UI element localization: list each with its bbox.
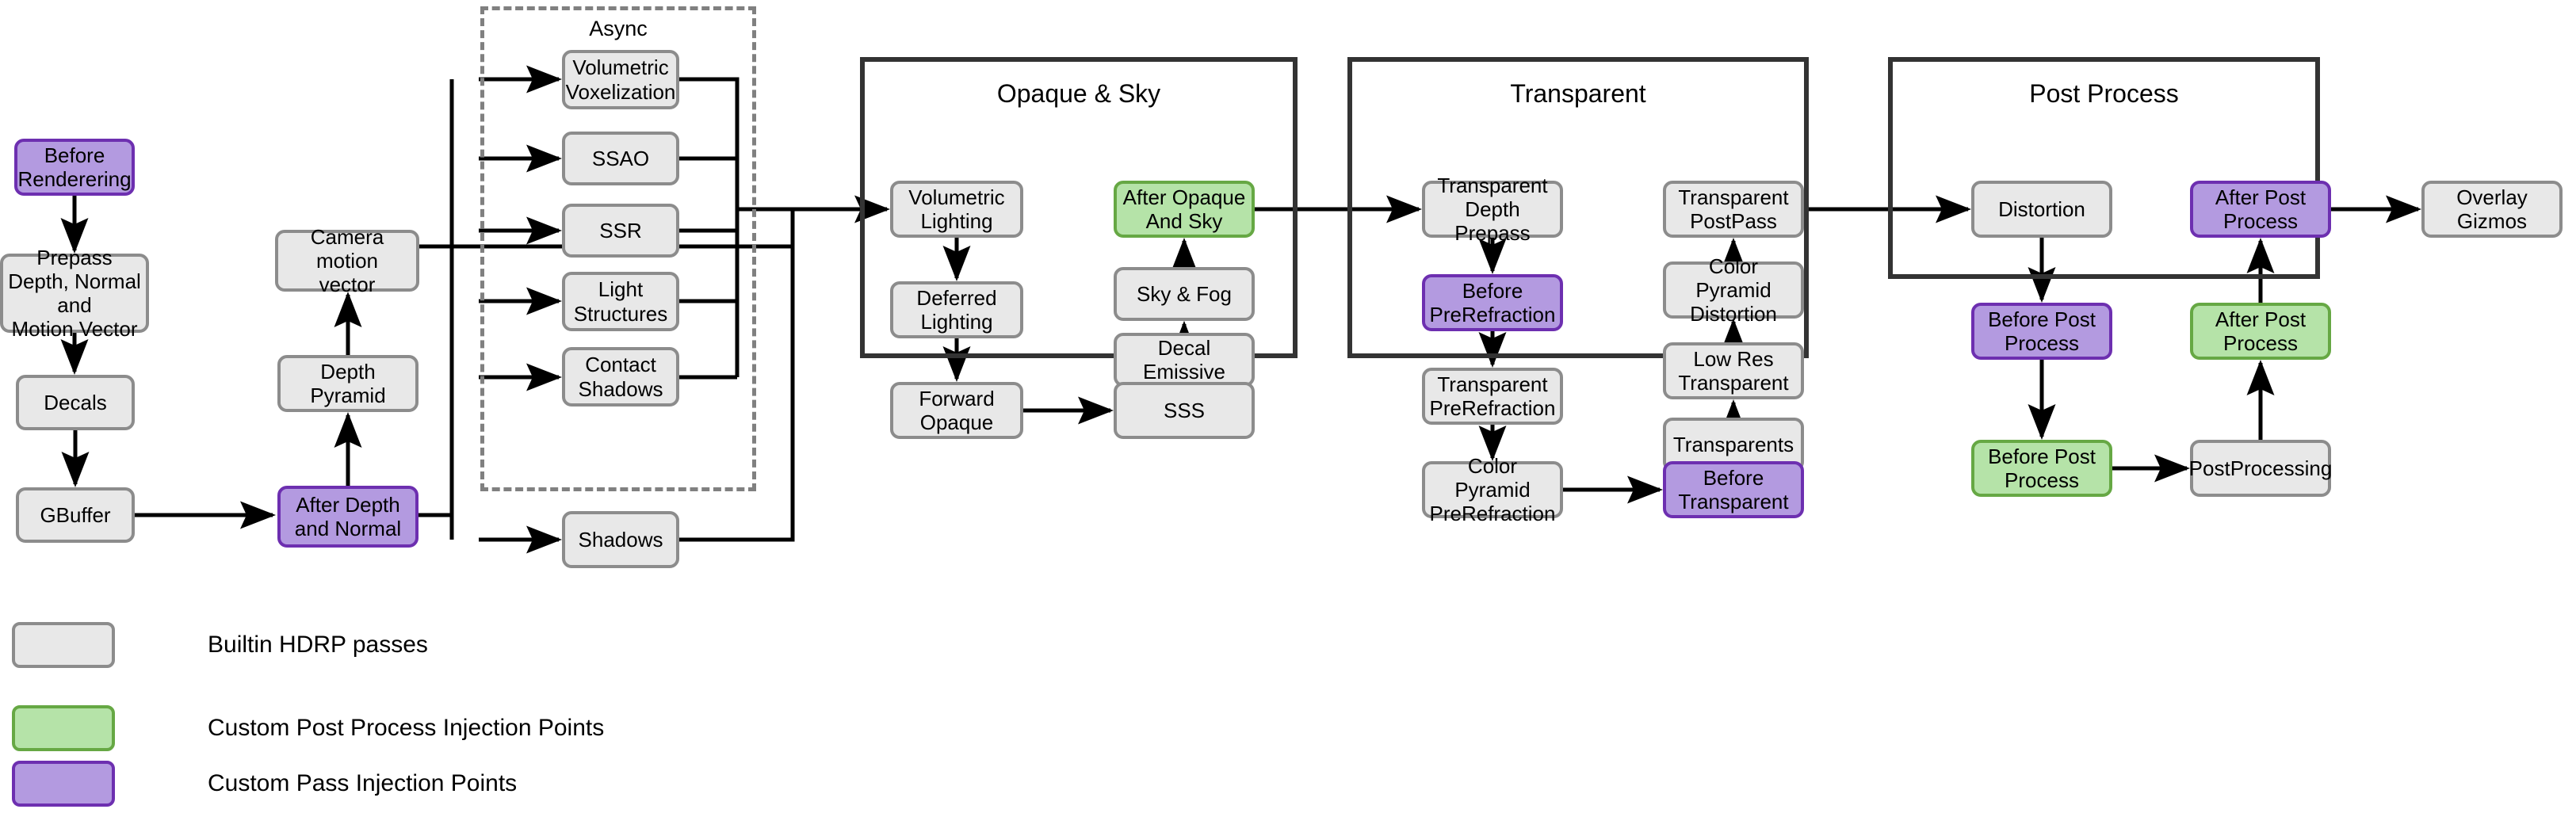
node-before_rendering[interactable]: Before Renderering: [14, 139, 135, 196]
node-forward_opaque[interactable]: Forward Opaque: [890, 382, 1023, 439]
node-after_opaque_and_sky[interactable]: After Opaque And Sky: [1114, 181, 1255, 238]
node-after_post_process_purple[interactable]: After Post Process: [2190, 181, 2331, 238]
node-before_transparent[interactable]: Before Transparent: [1663, 461, 1804, 518]
node-volumetric_voxelization[interactable]: Volumetric Voxelization: [562, 50, 679, 109]
group-transparent: Transparent: [1347, 57, 1809, 358]
node-gbuffer[interactable]: GBuffer: [16, 487, 135, 543]
node-color_pyramid_distortion[interactable]: Color Pyramid Distortion: [1663, 254, 1804, 326]
legend-builtin-swatch: [12, 622, 115, 668]
node-transparent_postpass[interactable]: Transparent PostPass: [1663, 181, 1804, 238]
node-distortion[interactable]: Distortion: [1971, 181, 2112, 238]
node-after_post_process_green[interactable]: After Post Process: [2190, 303, 2331, 360]
group-opaque-sky: Opaque & Sky: [860, 57, 1298, 358]
group-post-process: Post Process: [1888, 57, 2320, 279]
node-sky_and_fog[interactable]: Sky & Fog: [1114, 267, 1255, 321]
node-transparent_depth_prepass[interactable]: Transparent Depth Prepass: [1422, 174, 1563, 245]
node-color_pyramid_prerefraction[interactable]: Color Pyramid PreRefraction: [1422, 454, 1563, 525]
node-volumetric_lighting[interactable]: Volumetric Lighting: [890, 181, 1023, 238]
group-title-opaque-sky: Opaque & Sky: [996, 79, 1161, 108]
node-before_prerefraction[interactable]: Before PreRefraction: [1422, 274, 1563, 331]
node-low_res_transparent[interactable]: Low Res Transparent: [1663, 342, 1804, 399]
node-decal_emissive[interactable]: Decal Emissive: [1114, 333, 1255, 387]
node-contact_shadows[interactable]: Contact Shadows: [562, 347, 679, 406]
node-depth_pyramid[interactable]: Depth Pyramid: [277, 355, 419, 412]
node-before_post_process_green[interactable]: Before Post Process: [1971, 440, 2112, 497]
node-decals[interactable]: Decals: [16, 375, 135, 430]
legend-custom-post-label: Custom Post Process Injection Points: [208, 715, 605, 741]
node-overlay_gizmos[interactable]: Overlay Gizmos: [2421, 181, 2563, 238]
node-camera_motion_vector[interactable]: Camera motion vector: [275, 225, 419, 296]
node-sss[interactable]: SSS: [1114, 382, 1255, 439]
node-light_structures[interactable]: Light Structures: [562, 272, 679, 331]
group-async: Async: [480, 6, 756, 491]
node-before_post_process_purple[interactable]: Before Post Process: [1971, 303, 2112, 360]
node-ssao[interactable]: SSAO: [562, 132, 679, 185]
group-title-transparent: Transparent: [1510, 79, 1646, 108]
node-deferred_lighting[interactable]: Deferred Lighting: [890, 281, 1023, 338]
node-ssr[interactable]: SSR: [562, 204, 679, 258]
legend-builtin-label: Builtin HDRP passes: [208, 632, 428, 658]
node-transparent_prerefraction[interactable]: Transparent PreRefraction: [1422, 368, 1563, 425]
group-title-async: Async: [589, 17, 648, 40]
node-postprocessing[interactable]: PostProcessing: [2189, 440, 2332, 497]
node-after_depth_and_normal[interactable]: After Depth and Normal: [277, 486, 419, 548]
node-prepass[interactable]: Prepass Depth, Normal and Motion Vector: [0, 246, 149, 341]
legend-custom-pass-swatch: [12, 761, 115, 807]
node-shadows[interactable]: Shadows: [562, 511, 679, 568]
legend-custom-post-swatch: [12, 705, 115, 751]
group-title-post-process: Post Process: [2029, 79, 2179, 108]
legend-custom-pass-label: Custom Pass Injection Points: [208, 770, 518, 796]
